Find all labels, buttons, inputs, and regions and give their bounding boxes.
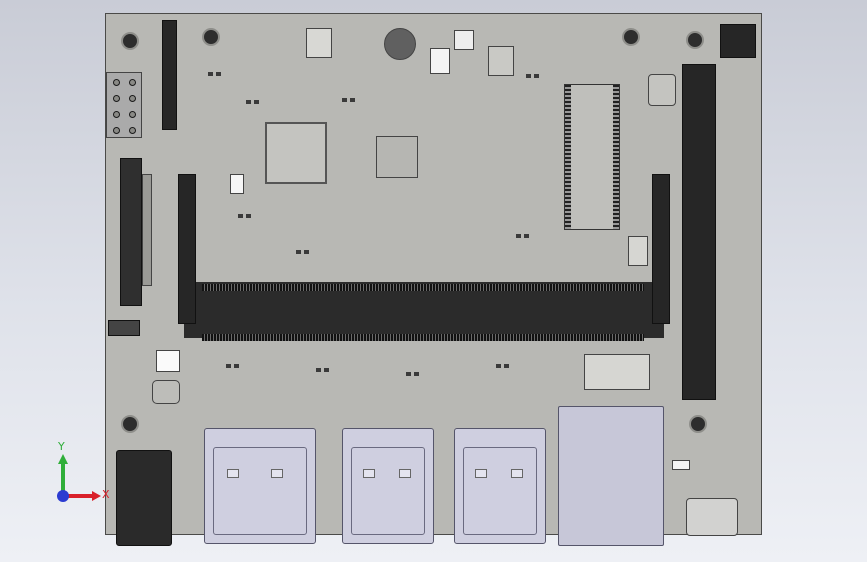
- mounting-hole: [121, 415, 139, 433]
- fpc-connector: [120, 158, 142, 306]
- diode: [430, 48, 450, 74]
- tact-switch: [230, 174, 244, 194]
- jumper-header: [720, 24, 756, 58]
- micro-usb-port: [686, 498, 738, 536]
- mounting-hole: [202, 28, 220, 46]
- axis-triad: Y X: [52, 440, 112, 510]
- mounting-hole: [689, 415, 707, 433]
- sensor-chip: [648, 74, 676, 106]
- pin-header-left: [106, 72, 142, 138]
- mounting-hole: [121, 32, 139, 50]
- sodimm-pins-top: [202, 284, 644, 291]
- dc-jack: [116, 450, 172, 546]
- gpio-header: [682, 64, 716, 400]
- soc-chip: [265, 122, 327, 184]
- led: [156, 350, 180, 372]
- sodimm-latch-right: [652, 174, 670, 324]
- pmic-chip: [376, 136, 418, 178]
- usb-port: [342, 428, 434, 544]
- usb-port: [204, 428, 316, 544]
- axis-x-label: X: [102, 488, 110, 501]
- sodimm-pins-bottom: [202, 334, 644, 341]
- ethernet-port: [558, 406, 664, 546]
- pin-header-vertical: [162, 20, 177, 130]
- regulator: [488, 46, 514, 76]
- fan-connector: [584, 354, 650, 390]
- m2-slot: [564, 84, 620, 230]
- pcb-board[interactable]: [105, 13, 762, 546]
- mounting-hole: [686, 31, 704, 49]
- sodimm-latch-left: [178, 174, 196, 324]
- jumper-2pin: [108, 320, 140, 336]
- led-indicator: [672, 460, 690, 470]
- crystal: [454, 30, 474, 50]
- axis-triad-graphic: [57, 454, 101, 502]
- usb-port: [454, 428, 546, 544]
- inductor: [384, 28, 416, 60]
- axis-y-label: Y: [58, 440, 65, 453]
- fpc-latch: [142, 174, 152, 286]
- sodimm-slot: [184, 282, 664, 338]
- flash-chip: [306, 28, 332, 58]
- battery-holder: [628, 236, 648, 266]
- button: [152, 380, 180, 404]
- mounting-hole: [622, 28, 640, 46]
